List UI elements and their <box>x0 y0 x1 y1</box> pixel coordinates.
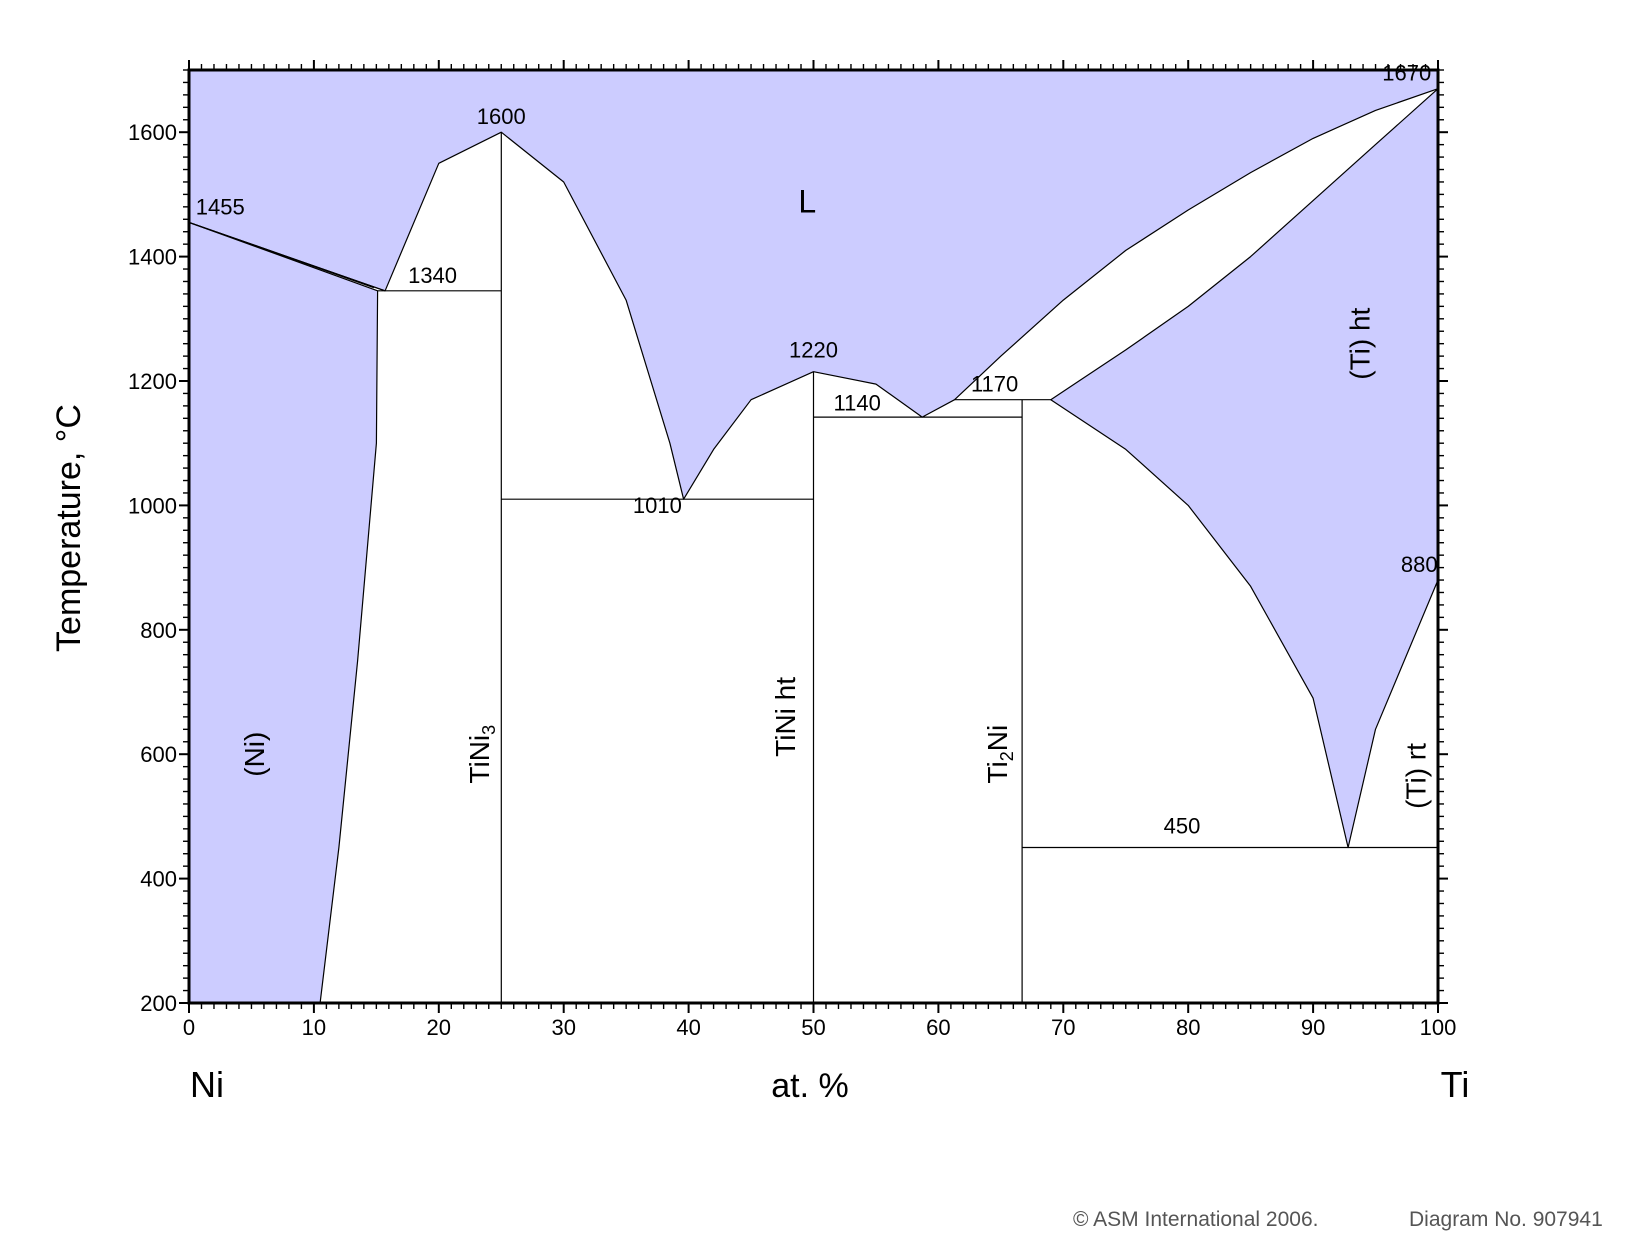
temperature-annotation: 1670 <box>1382 61 1431 86</box>
x-left-element: Ni <box>190 1064 224 1105</box>
x-tick-label: 100 <box>1420 1015 1457 1040</box>
copyright-note: © ASM International 2006. <box>1073 1208 1319 1231</box>
temperature-annotation: 1600 <box>477 104 526 129</box>
y-tick-label: 600 <box>140 742 177 767</box>
x-tick-label: 60 <box>926 1015 950 1040</box>
tick-labels: 0 10 20 30 40 50 60 70 80 90 100 200 400 600 800 1000 12… <box>128 120 1456 1040</box>
phase-region <box>188 221 379 1004</box>
y-tick-label: 200 <box>140 991 177 1016</box>
temperature-annotation: 450 <box>1164 813 1201 838</box>
x-tick-label: 50 <box>801 1015 825 1040</box>
x-tick-label: 90 <box>1301 1015 1325 1040</box>
phase-label: (Ni) <box>239 732 270 777</box>
y-tick-label: 1400 <box>128 245 177 270</box>
x-right-element: Ti <box>1441 1064 1470 1105</box>
x-tick-label: 20 <box>427 1015 451 1040</box>
phase-label: (Ti) rt <box>1401 743 1432 809</box>
phase-label: (Ti) ht <box>1344 307 1375 379</box>
y-tick-label: 800 <box>140 618 177 643</box>
phase-label: TiNi3 <box>464 725 499 784</box>
y-axis-title: Temperature, °C <box>50 404 88 652</box>
phase-regions <box>188 69 1439 1004</box>
boundary-line <box>188 221 386 292</box>
phase-boundaries <box>188 132 1438 1003</box>
phase-diagram: 0 10 20 30 40 50 60 70 80 90 100 200 400 600 800 1000 12… <box>50 60 1470 1105</box>
x-tick-label: 0 <box>183 1015 195 1040</box>
temperature-annotation: 880 <box>1401 552 1438 577</box>
y-tick-label: 1600 <box>128 120 177 145</box>
y-tick-label: 1000 <box>128 493 177 518</box>
diagram-number: Diagram No. 907941 <box>1409 1208 1603 1231</box>
temperature-annotation: 1170 <box>971 372 1018 397</box>
diagram-labels: 1455 1600 1340 1220 1140 1170 1010 1670 880 450 L (… <box>196 61 1438 839</box>
x-tick-label: 10 <box>302 1015 326 1040</box>
y-tick-label: 400 <box>140 867 177 892</box>
temperature-annotation: 1455 <box>196 194 245 219</box>
x-axis-title: at. % <box>771 1067 848 1105</box>
temperature-annotation: 1340 <box>408 263 457 288</box>
x-tick-label: 30 <box>551 1015 575 1040</box>
temperature-annotation: 1140 <box>834 390 881 415</box>
temperature-annotation: 1010 <box>633 493 682 518</box>
axis-ticks <box>179 60 1448 1013</box>
phase-label: L <box>798 184 816 220</box>
x-tick-label: 70 <box>1051 1015 1075 1040</box>
temperature-annotation: 1220 <box>789 337 838 362</box>
phase-region <box>1050 88 1439 849</box>
phase-label: Ti2Ni <box>982 725 1017 784</box>
y-tick-label: 1200 <box>128 369 177 394</box>
x-tick-label: 80 <box>1176 1015 1200 1040</box>
phase-label: TiNi ht <box>770 677 801 757</box>
x-tick-label: 40 <box>676 1015 700 1040</box>
